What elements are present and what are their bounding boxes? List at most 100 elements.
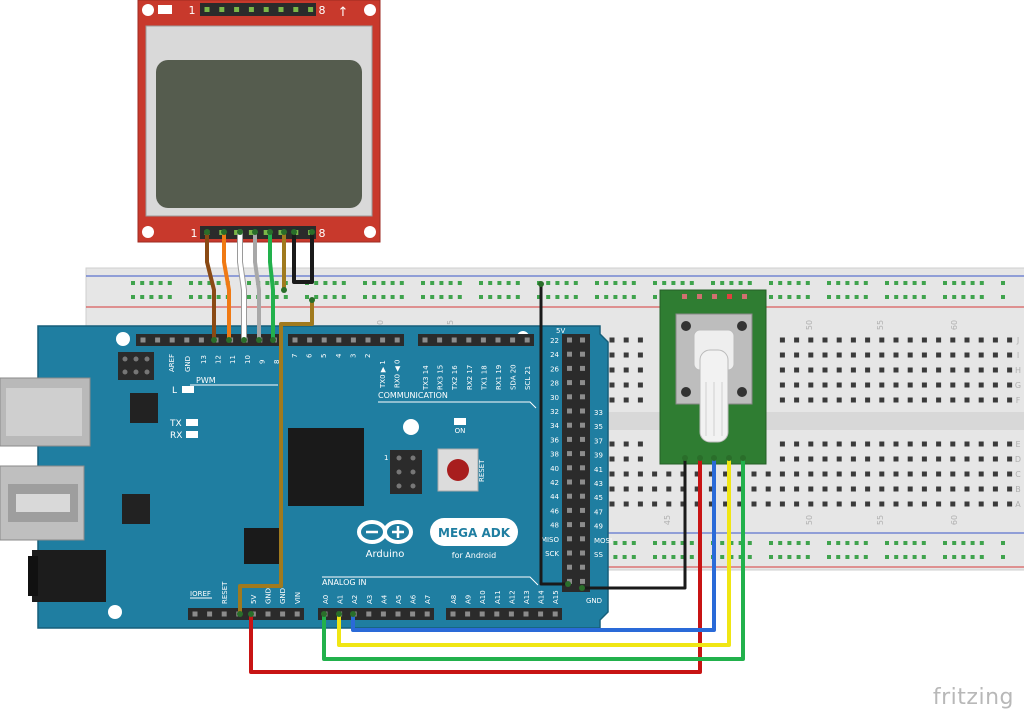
bb-hole bbox=[903, 295, 908, 299]
wire-end bbox=[336, 611, 342, 617]
pin-label: 8 bbox=[273, 360, 281, 364]
reset-button[interactable] bbox=[437, 448, 479, 492]
header-pin bbox=[184, 337, 190, 343]
bb-hole bbox=[341, 295, 346, 299]
wire-end bbox=[226, 337, 232, 343]
wire-black-lcd bbox=[292, 230, 314, 284]
header-pin bbox=[510, 337, 516, 343]
bb-hole bbox=[893, 367, 899, 373]
bb-hole bbox=[631, 541, 636, 545]
pin-label: RX3 15 bbox=[437, 365, 445, 390]
bb-hole bbox=[198, 281, 203, 285]
bb-row-letter: D bbox=[1015, 455, 1021, 464]
led-l-label: L bbox=[172, 386, 177, 396]
header-pin bbox=[508, 611, 514, 617]
bb-hole bbox=[850, 486, 856, 492]
bb-hole bbox=[363, 295, 367, 299]
bb-hole bbox=[794, 367, 800, 373]
digital-header bbox=[288, 334, 404, 346]
bb-hole bbox=[836, 397, 842, 403]
header-pin bbox=[265, 611, 271, 617]
bb-hole bbox=[894, 295, 899, 299]
wire-end bbox=[726, 455, 732, 461]
header-pin bbox=[248, 7, 254, 12]
bb-hole bbox=[907, 471, 913, 477]
bb-hole bbox=[921, 555, 926, 559]
header-pin bbox=[380, 337, 386, 343]
bb-hole bbox=[850, 367, 856, 373]
arduino-logo bbox=[357, 520, 413, 544]
bb-hole bbox=[836, 471, 842, 477]
mount-hole bbox=[364, 226, 376, 238]
icsp-header-2 bbox=[390, 450, 422, 494]
lcd-top-pin-first: 1 bbox=[189, 4, 196, 17]
bb-hole bbox=[341, 281, 346, 285]
bb-hole bbox=[808, 471, 814, 477]
header-pin bbox=[437, 337, 443, 343]
bb-hole bbox=[738, 555, 743, 559]
bb-hole bbox=[666, 501, 672, 507]
pin-label: A5 bbox=[395, 595, 403, 604]
bb-hole bbox=[794, 352, 800, 358]
bb-hole bbox=[921, 486, 927, 492]
bb-hole bbox=[158, 281, 163, 285]
bb-hole bbox=[964, 441, 970, 447]
header-pin bbox=[365, 337, 371, 343]
bb-hole bbox=[822, 456, 828, 462]
bb-hole bbox=[623, 456, 629, 462]
bb-hole bbox=[622, 295, 627, 299]
mount-hole bbox=[116, 332, 130, 346]
bb-hole bbox=[808, 501, 814, 507]
bb-hole bbox=[970, 281, 975, 285]
bb-column-number: 60 bbox=[950, 320, 959, 330]
bb-hole bbox=[921, 441, 927, 447]
bb-hole bbox=[652, 501, 658, 507]
bb-hole bbox=[653, 295, 657, 299]
header-pin bbox=[424, 611, 430, 617]
bb-hole bbox=[662, 555, 667, 559]
bb-hole bbox=[921, 397, 927, 403]
bb-hole bbox=[845, 295, 850, 299]
bb-hole bbox=[836, 501, 842, 507]
bb-hole bbox=[149, 281, 154, 285]
double-header-gnd-label: GND bbox=[586, 597, 602, 605]
bb-hole bbox=[198, 295, 203, 299]
bb-hole bbox=[822, 337, 828, 343]
bb-hole bbox=[265, 295, 270, 299]
bb-hole bbox=[680, 555, 685, 559]
pin-label: 41 bbox=[594, 466, 603, 474]
bb-hole bbox=[546, 295, 551, 299]
fritzing-watermark: fritzing bbox=[932, 685, 1014, 710]
header-pin bbox=[221, 611, 227, 617]
aref-label: AREF bbox=[168, 354, 176, 372]
header-pin bbox=[292, 337, 298, 343]
bb-hole bbox=[604, 295, 609, 299]
bb-hole bbox=[921, 501, 927, 507]
bb-hole bbox=[421, 295, 425, 299]
header-pin bbox=[567, 365, 572, 371]
bb-hole bbox=[796, 295, 801, 299]
bb-hole bbox=[694, 471, 700, 477]
wire-green bbox=[268, 230, 275, 342]
bb-hole bbox=[845, 281, 850, 285]
pin-label: TX3 14 bbox=[422, 365, 430, 391]
bb-hole bbox=[671, 555, 676, 559]
pin-label: A13 bbox=[523, 590, 531, 604]
bb-hole bbox=[885, 541, 889, 545]
bb-hole bbox=[769, 541, 773, 545]
bb-hole bbox=[457, 281, 462, 285]
pin-label: A14 bbox=[538, 590, 546, 604]
header-pin bbox=[567, 465, 572, 471]
bb-hole bbox=[854, 541, 859, 545]
bb-hole bbox=[779, 367, 785, 373]
wire-end bbox=[281, 287, 287, 293]
bb-hole bbox=[836, 295, 841, 299]
bb-hole bbox=[992, 441, 998, 447]
bb-hole bbox=[822, 471, 828, 477]
header-pin bbox=[380, 611, 386, 617]
model-badge bbox=[430, 518, 518, 546]
bb-hole bbox=[399, 281, 404, 285]
